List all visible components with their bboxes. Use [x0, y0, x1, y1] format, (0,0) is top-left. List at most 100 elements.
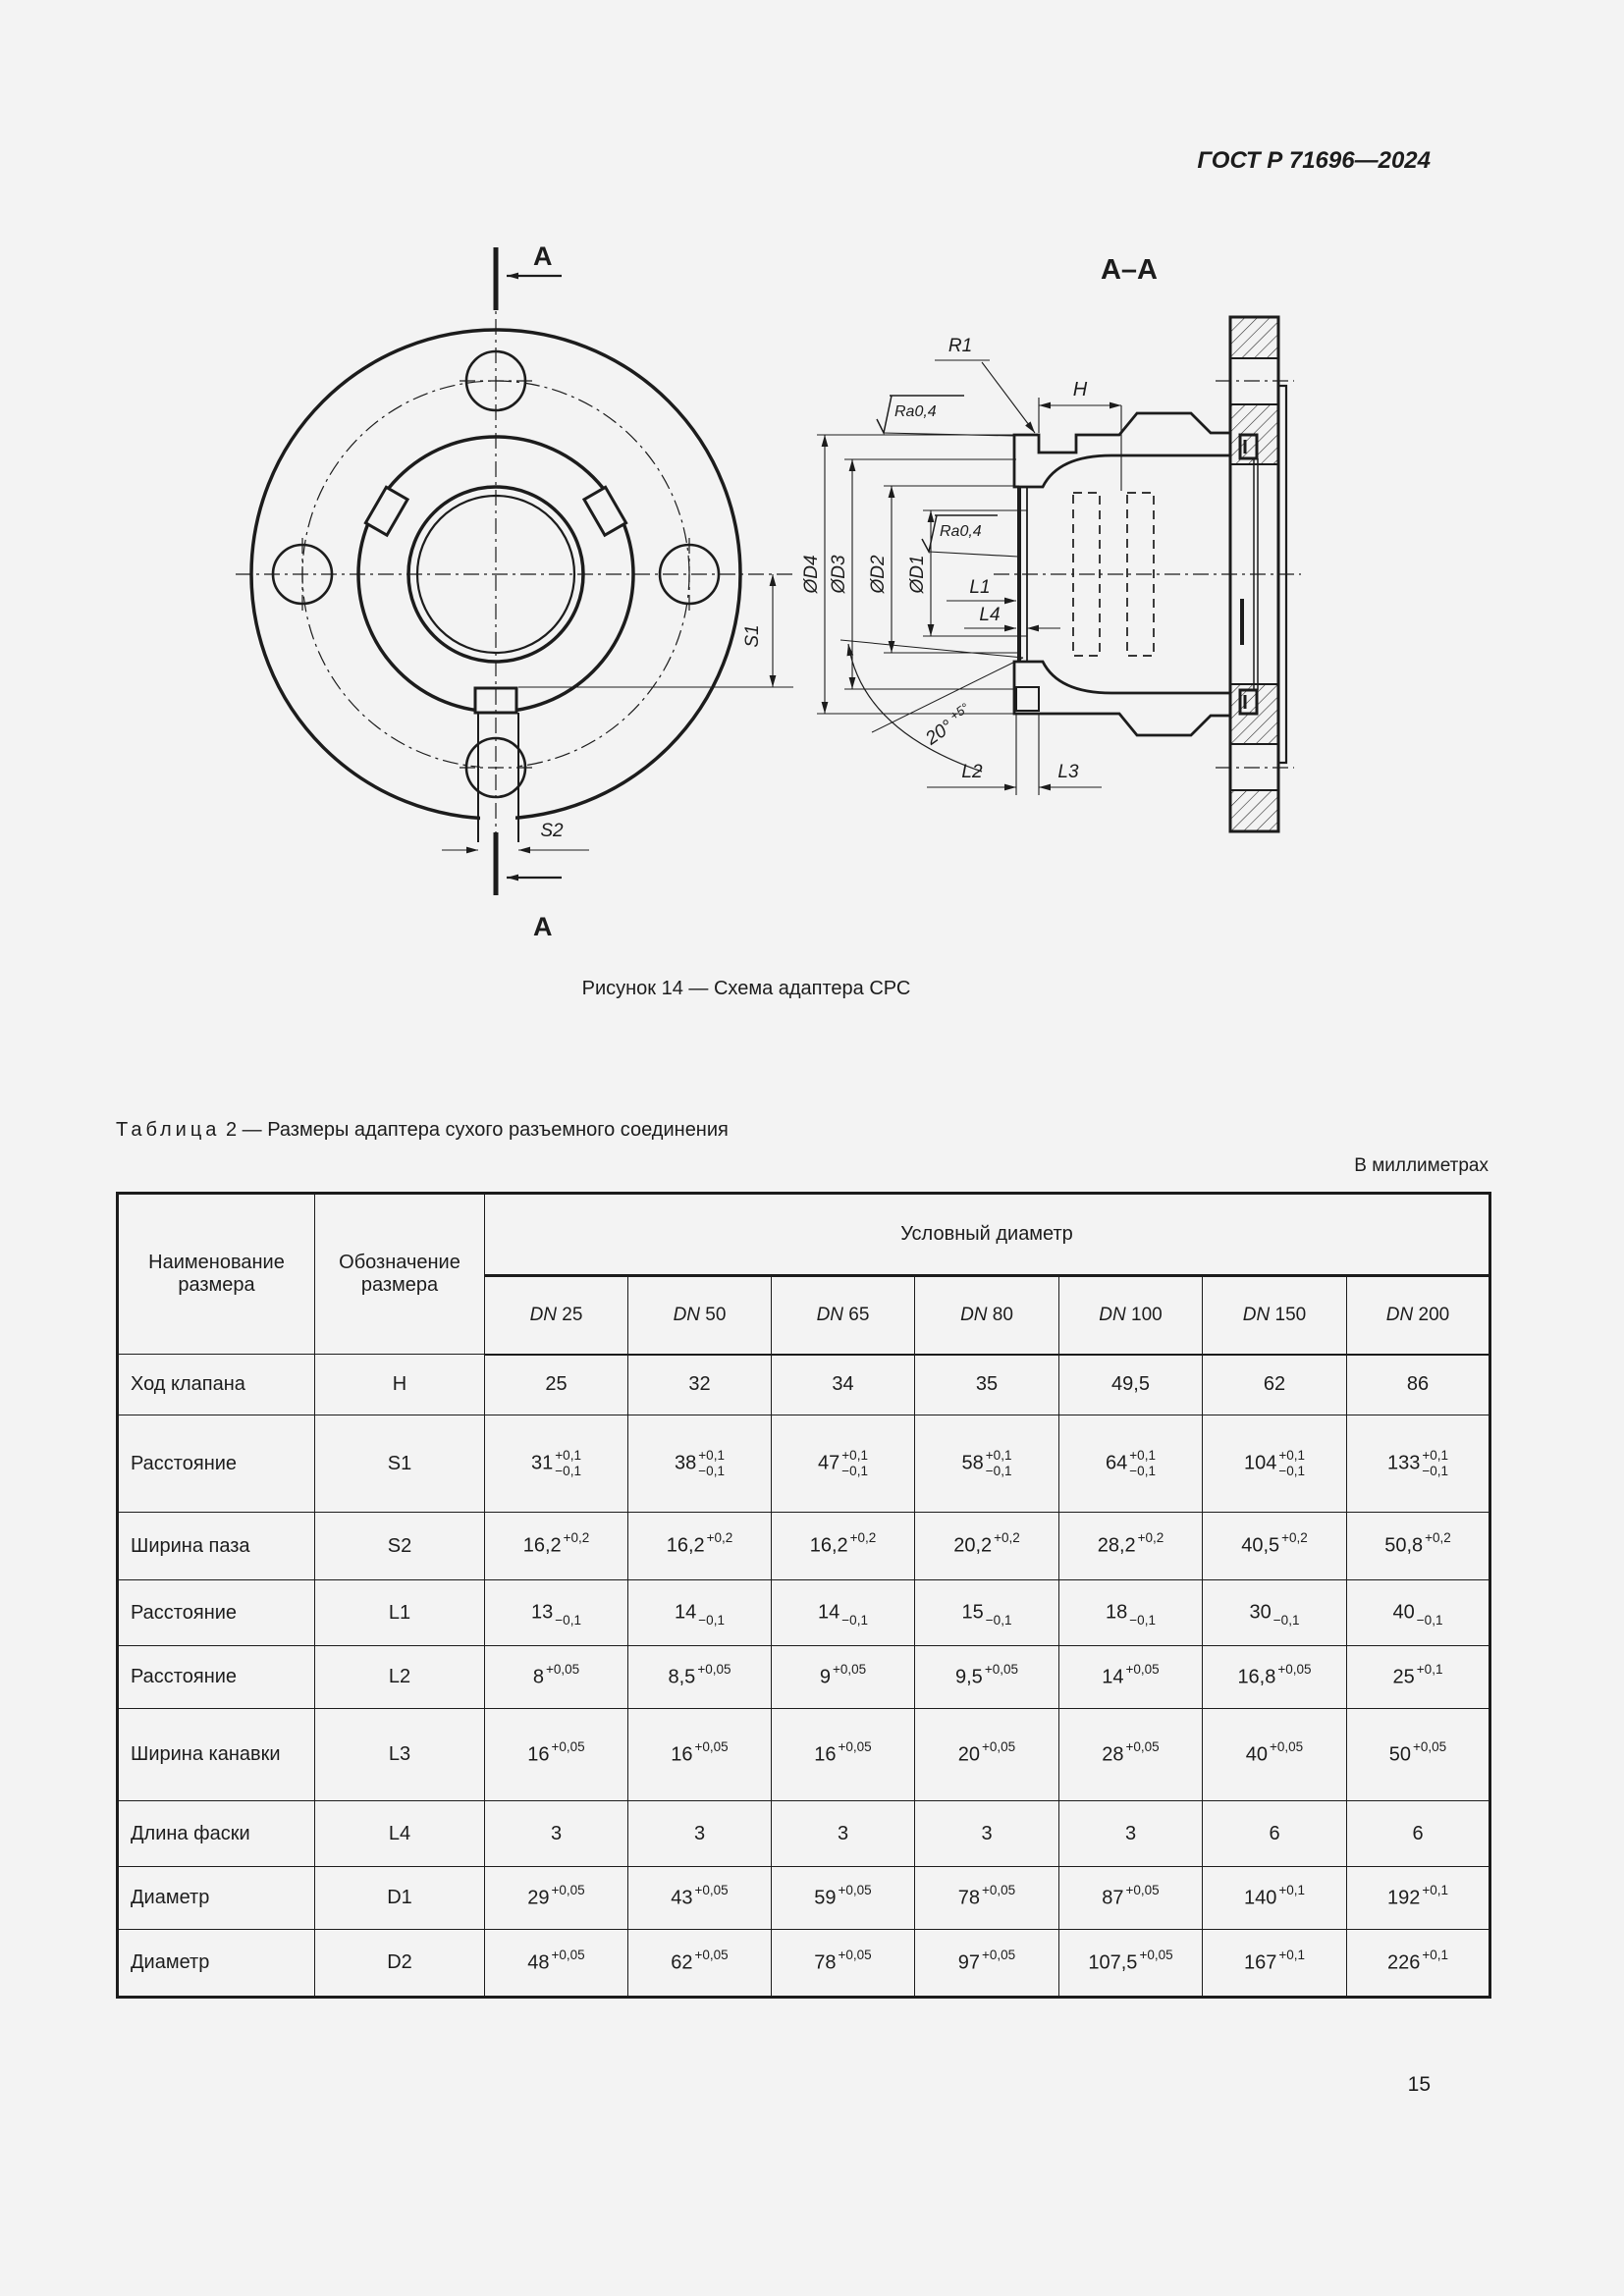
dn-column-header: DN 100	[1058, 1275, 1203, 1356]
row-symbol-cell: S2	[314, 1512, 485, 1580]
roughness-mark-2: Ra0,4	[921, 514, 1019, 558]
body-wall-bottom	[1012, 660, 1232, 737]
value-cell: 78+0,05	[914, 1866, 1059, 1930]
value-cell: 104+0,1−0,1	[1202, 1415, 1347, 1513]
table-title-word: Таблица	[116, 1119, 221, 1141]
value-cell: 16+0,05	[484, 1708, 628, 1801]
roughness-mark-1: Ra0,4	[876, 395, 1015, 437]
value-cell: 3	[484, 1800, 628, 1867]
value-cell: 107,5+0,05	[1058, 1929, 1203, 1998]
label-l3: L3	[1057, 762, 1079, 782]
value-cell: 16,2+0,2	[771, 1512, 915, 1580]
value-cell: 140+0,1	[1202, 1866, 1347, 1930]
row-symbol-cell: D2	[314, 1929, 485, 1998]
row-symbol-cell: L4	[314, 1800, 485, 1867]
value-cell: 43+0,05	[627, 1866, 772, 1930]
value-cell: 20,2+0,2	[914, 1512, 1059, 1580]
body-wall-top	[1012, 411, 1232, 489]
dimensions-table-wrap: Наименование размера Обозначение размера…	[116, 1192, 1491, 1999]
row-name-cell: Диаметр	[117, 1866, 315, 1930]
value-cell: 62	[1202, 1354, 1347, 1415]
cone-angle-dimension: 20° +5°	[839, 639, 1024, 773]
row-name-cell: Расстояние	[117, 1415, 315, 1513]
svg-text:20° +5°: 20° +5°	[919, 700, 976, 750]
row-symbol-cell: S1	[314, 1415, 485, 1513]
row-name-cell: Расстояние	[117, 1645, 315, 1709]
hidden-bore-2	[1126, 492, 1155, 657]
dn-column-header: DN 50	[627, 1275, 772, 1356]
value-cell: 18−0,1	[1058, 1579, 1203, 1646]
seal-groove-bottom	[1238, 688, 1259, 716]
value-cell: 29+0,05	[484, 1866, 628, 1930]
value-cell: 32	[627, 1354, 772, 1415]
value-cell: 34	[771, 1354, 915, 1415]
value-cell: 16,2+0,2	[627, 1512, 772, 1580]
dn-column-header: DN 200	[1346, 1275, 1490, 1356]
row-name-cell: Диаметр	[117, 1929, 315, 1998]
value-cell: 14−0,1	[771, 1579, 915, 1646]
label-r1: R1	[948, 336, 972, 356]
s2-dimension: S2	[442, 821, 589, 854]
value-cell: 31+0,1−0,1	[484, 1415, 628, 1513]
value-cell: 25	[484, 1354, 628, 1415]
value-cell: 14−0,1	[627, 1579, 772, 1646]
l2-l3-dimensions: L2 L3	[927, 714, 1102, 795]
table-title: Таблица 2 — Размеры адаптера сухого разъ…	[116, 1119, 729, 1142]
row-name-cell: Длина фаски	[117, 1800, 315, 1867]
label-d2: ØD2	[868, 555, 889, 595]
diameter-dimensions: ØD4 ØD3 ØD2 ØD1	[801, 434, 1027, 715]
s1-dimension: S1	[518, 574, 793, 688]
label-l1: L1	[969, 577, 990, 598]
row-symbol-cell: D1	[314, 1866, 485, 1930]
label-s1: S1	[742, 624, 763, 647]
dn-column-header: DN 65	[771, 1275, 915, 1356]
section-cut-marks: A A	[493, 241, 562, 941]
centerlines	[236, 291, 793, 852]
value-cell: 50+0,05	[1346, 1708, 1490, 1801]
value-cell: 28,2+0,2	[1058, 1512, 1203, 1580]
label-d4: ØD4	[801, 555, 822, 594]
adapter-body-section	[994, 405, 1301, 737]
section-letter-bottom: A	[533, 912, 553, 941]
label-angle: 20°	[921, 716, 957, 749]
value-cell: 87+0,05	[1058, 1866, 1203, 1930]
value-cell: 226+0,1	[1346, 1929, 1490, 1998]
value-cell: 9,5+0,05	[914, 1645, 1059, 1709]
groove-section	[1015, 686, 1040, 712]
col-header-group: Условный диаметр	[484, 1193, 1490, 1277]
value-cell: 6	[1346, 1800, 1490, 1867]
value-cell: 15−0,1	[914, 1579, 1059, 1646]
flange-section	[1216, 315, 1294, 833]
dn-column-header: DN 80	[914, 1275, 1059, 1356]
label-angle-tol: +5°	[947, 700, 971, 723]
label-ra-2: Ra0,4	[940, 523, 982, 540]
dn-column-header: DN 25	[484, 1275, 628, 1356]
value-cell: 3	[1058, 1800, 1203, 1867]
value-cell: 133+0,1−0,1	[1346, 1415, 1490, 1513]
value-cell: 40−0,1	[1346, 1579, 1490, 1646]
label-l2: L2	[961, 762, 983, 782]
col-header-symbol: Обозначение размера	[314, 1193, 485, 1355]
value-cell: 20+0,05	[914, 1708, 1059, 1801]
row-symbol-cell: L2	[314, 1645, 485, 1709]
front-view: A A S1 S2	[236, 241, 793, 941]
value-cell: 28+0,05	[1058, 1708, 1203, 1801]
value-cell: 50,8+0,2	[1346, 1512, 1490, 1580]
value-cell: 30−0,1	[1202, 1579, 1347, 1646]
value-cell: 86	[1346, 1354, 1490, 1415]
units-note: В миллиметрах	[1354, 1155, 1489, 1176]
col-header-name: Наименование размера	[117, 1193, 315, 1355]
value-cell: 38+0,1−0,1	[627, 1415, 772, 1513]
value-cell: 58+0,1−0,1	[914, 1415, 1059, 1513]
value-cell: 3	[914, 1800, 1059, 1867]
value-cell: 25+0,1	[1346, 1645, 1490, 1709]
value-cell: 47+0,1−0,1	[771, 1415, 915, 1513]
lug-upper-left	[363, 485, 410, 538]
table-title-number: 2	[225, 1119, 238, 1141]
